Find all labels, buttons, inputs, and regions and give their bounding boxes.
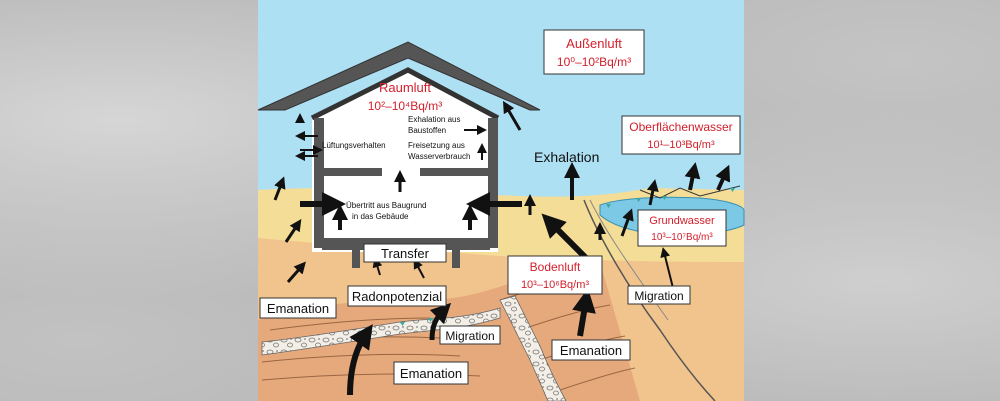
arrow-grundwasser-1 xyxy=(620,208,634,237)
emanation-left-text: Emanation xyxy=(267,301,329,316)
migration-left-text: Migration xyxy=(445,329,494,343)
emanation-bottom-text: Emanation xyxy=(400,366,462,381)
lueftung-text: Lüftungsverhalten xyxy=(322,141,386,150)
radonpotenzial-box: Radonpotenzial xyxy=(347,285,447,307)
arrows xyxy=(273,100,731,396)
transfer-box: Transfer xyxy=(363,243,447,263)
aussenluft-name: Außenluft xyxy=(566,36,622,51)
uebertritt-line2: in das Gebäude xyxy=(352,212,409,221)
aussenluft-value: 10⁰–10²Bq/m³ xyxy=(557,55,631,69)
freisetzung-line1: Freisetzung aus xyxy=(408,141,465,150)
arrow-surface-1 xyxy=(273,176,286,201)
arrow-grundwasser-2 xyxy=(646,179,659,206)
radonpotenzial-text: Radonpotenzial xyxy=(352,289,442,304)
arrow-radon-2 xyxy=(413,258,425,279)
arrow-oberflaeche-2 xyxy=(715,164,731,191)
bodenluft-value: 10³–10⁶Bq/m³ xyxy=(521,279,589,291)
arrow-radon-1 xyxy=(372,257,383,276)
arrow-surface-2 xyxy=(284,219,302,243)
floor-left xyxy=(322,168,382,176)
arrow-emanation-bottom xyxy=(347,324,373,396)
house-wall-right xyxy=(488,118,498,248)
floor-right xyxy=(420,168,490,176)
grundwasser-box: Grundwasser 10³–10⁷Bq/m³ xyxy=(637,209,727,247)
arrow-migration-left xyxy=(429,302,452,341)
grundwasser-value: 10³–10⁷Bq/m³ xyxy=(651,232,713,243)
emanation-center-box: Emanation xyxy=(551,339,631,361)
emanation-bottom-box: Emanation xyxy=(393,361,469,385)
arrow-oberflaeche-1 xyxy=(684,162,701,191)
uebertritt-line1: Übertritt aus Baugrund xyxy=(346,201,427,210)
raumluft-label: Raumluft 10²–10⁴Bq/m³ xyxy=(368,80,443,113)
house-interior xyxy=(312,70,498,252)
migration-left-box: Migration xyxy=(439,325,501,345)
grundwasser-name: Grundwasser xyxy=(649,215,715,227)
oberflaechenwasser-name: Oberflächenwasser xyxy=(629,120,732,134)
transfer-text: Transfer xyxy=(381,246,430,261)
arrow-bodenluft xyxy=(541,213,589,261)
oberflaechenwasser-box: Oberflächenwasser 10¹–10³Bq/m³ xyxy=(621,115,741,155)
arrow-surface-3 xyxy=(286,261,306,283)
house-roof xyxy=(257,41,541,111)
house-wall-left xyxy=(314,118,324,248)
migration-right-box: Migration xyxy=(627,285,691,305)
exhalation-label: Exhalation xyxy=(534,149,599,165)
bodenluft-box: Bodenluft 10³–10⁶Bq/m³ xyxy=(507,255,603,295)
bodenluft-name: Bodenluft xyxy=(530,260,581,274)
migration-right-text: Migration xyxy=(634,289,683,303)
foundation-pillar-right xyxy=(452,238,460,268)
raumluft-name: Raumluft xyxy=(379,80,431,95)
oberflaechenwasser-value: 10¹–10³Bq/m³ xyxy=(647,139,715,151)
raumluft-value: 10²–10⁴Bq/m³ xyxy=(368,99,443,113)
house-texts: Exhalation aus Baustoffen Freisetzung au… xyxy=(322,115,470,221)
arrow-emanation-center xyxy=(572,288,596,337)
aussenluft-box: Außenluft 10⁰–10²Bq/m³ xyxy=(543,29,645,75)
exhalation-baustoffe-line1: Exhalation aus xyxy=(408,115,460,124)
gravel-vein-center xyxy=(499,295,567,401)
emanation-left-box: Emanation xyxy=(259,297,337,319)
house-roof-inner xyxy=(310,67,500,121)
freisetzung-line2: Wasserverbrauch xyxy=(408,152,470,161)
foundation-pillar-left xyxy=(352,238,360,268)
arrow-roof xyxy=(502,100,522,131)
exhalation-baustoffe-line2: Baustoffen xyxy=(408,126,446,135)
fault-line-2 xyxy=(589,199,669,321)
emanation-center-text: Emanation xyxy=(560,343,622,358)
